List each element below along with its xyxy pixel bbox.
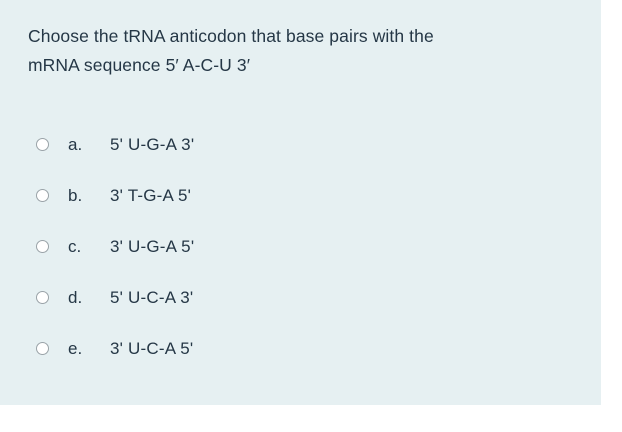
option-text-c: 3' U-G-A 5' (110, 237, 195, 256)
radio-button-e[interactable] (36, 342, 49, 355)
radio-button-b[interactable] (36, 189, 49, 202)
radio-button-a[interactable] (36, 138, 49, 151)
quiz-question-panel: Choose the tRNA anticodon that base pair… (0, 0, 601, 405)
option-text-a: 5' U-G-A 3' (110, 135, 195, 154)
radio-button-c[interactable] (36, 240, 49, 253)
option-letter-e: e. (68, 339, 83, 358)
answer-option-d[interactable]: d. 5' U-C-A 3' (0, 284, 601, 335)
option-text-b: 3' T-G-A 5' (110, 186, 192, 205)
answer-option-a[interactable]: a. 5' U-G-A 3' (0, 131, 601, 182)
option-text-e: 3' U-C-A 5' (110, 339, 194, 358)
option-letter-c: c. (68, 237, 82, 256)
answer-options-list: a. 5' U-G-A 3' b. 3' T-G-A 5' c. 3' U-G-… (0, 131, 601, 386)
question-prompt: Choose the tRNA anticodon that base pair… (28, 26, 434, 75)
option-text-d: 5' U-C-A 3' (110, 288, 194, 307)
answer-option-e[interactable]: e. 3' U-C-A 5' (0, 335, 601, 386)
answer-option-c[interactable]: c. 3' U-G-A 5' (0, 233, 601, 284)
option-letter-d: d. (68, 288, 83, 307)
option-letter-b: b. (68, 186, 83, 205)
radio-button-d[interactable] (36, 291, 49, 304)
option-letter-a: a. (68, 135, 83, 154)
answer-option-b[interactable]: b. 3' T-G-A 5' (0, 182, 601, 233)
